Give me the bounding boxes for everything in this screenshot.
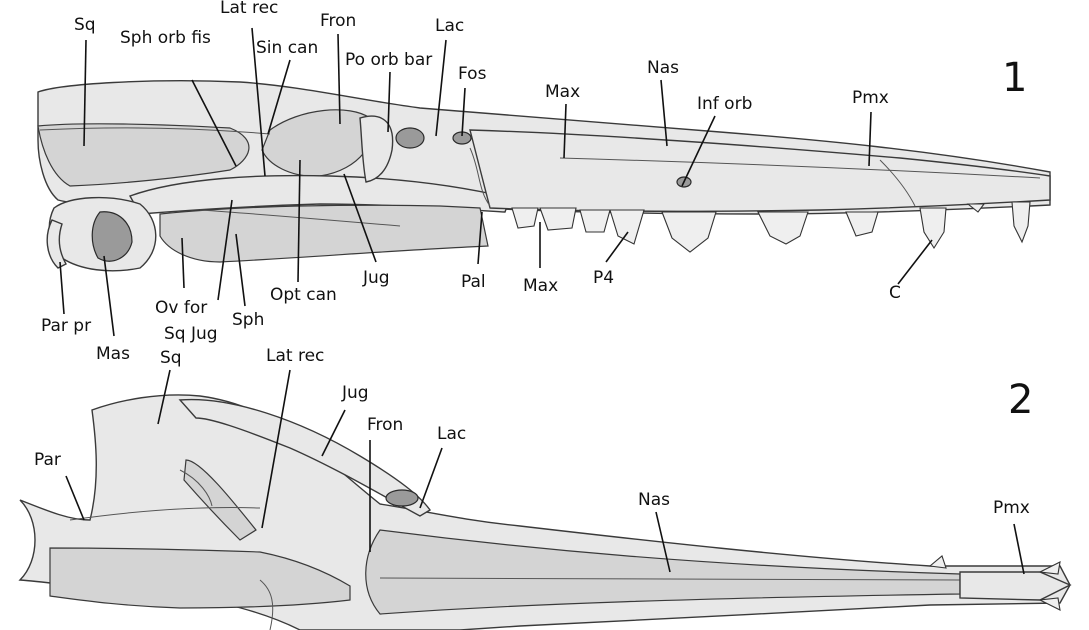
squamosal-root <box>183 459 257 541</box>
label-mas: Mas <box>96 344 130 364</box>
label-fron: Fron <box>320 11 357 31</box>
label-sq-jug: Sq Jug <box>164 324 218 344</box>
label-nas-dorsal: Nas <box>638 490 670 510</box>
premaxilla-tip <box>959 571 1072 601</box>
label-p4: P4 <box>593 268 615 288</box>
snout <box>469 129 1051 213</box>
label-inf-orb: Inf orb <box>697 94 753 114</box>
label-pal: Pal <box>461 272 486 292</box>
label-lac: Lac <box>435 16 465 36</box>
label-nas: Nas <box>647 58 679 78</box>
dorsal-view-skull <box>18 369 1072 630</box>
label-pmx-dorsal: Pmx <box>993 498 1030 518</box>
tooth-row <box>511 201 1031 253</box>
paroccipital-process <box>46 219 67 269</box>
dorsal-lacrimal <box>385 489 419 507</box>
lacrimal-foramen <box>395 127 425 149</box>
label-lac-dorsal: Lac <box>437 424 467 444</box>
label-lat-rec-dorsal: Lat rec <box>266 346 325 366</box>
label-fos: Fos <box>458 64 487 84</box>
label-sq: Sq <box>74 15 96 35</box>
label-lat-rec: Lat rec <box>220 0 279 18</box>
label-sin-can: Sin can <box>256 38 319 58</box>
label-jug: Jug <box>363 268 390 288</box>
label-pmx: Pmx <box>852 88 889 108</box>
label-ov-for: Ov for <box>155 298 208 318</box>
label-par-pr: Par pr <box>41 316 92 336</box>
label-jug-dorsal: Jug <box>342 383 369 403</box>
view2-leader-lines <box>65 369 1025 575</box>
dorsal-brain-shade <box>49 547 351 609</box>
view1-leader-lines <box>59 27 933 337</box>
label-c: C <box>889 283 901 303</box>
postorbital-bar <box>359 115 394 183</box>
label-par-dorsal: Par <box>34 450 61 470</box>
palate-region <box>159 204 489 263</box>
label-opt-can: Opt can <box>270 285 337 305</box>
lateral-view-skull <box>37 27 1051 337</box>
mastoid-shadow <box>91 211 133 262</box>
dorsal-snout <box>365 529 961 615</box>
figure-number-2: 2 <box>1008 377 1034 423</box>
label-fron-dorsal: Fron <box>367 415 404 435</box>
label-sq-dorsal: Sq <box>160 348 182 368</box>
label-max-bottom: Max <box>523 276 559 296</box>
label-sph: Sph <box>232 310 265 330</box>
label-sph-orb-fis: Sph orb fis <box>120 28 211 48</box>
cranium-shade <box>37 123 250 187</box>
figure-number-1: 1 <box>1002 55 1028 101</box>
dorsal-zygomatic <box>178 398 432 517</box>
label-po-orb-bar: Po orb bar <box>345 50 433 70</box>
label-max-top: Max <box>545 82 581 102</box>
